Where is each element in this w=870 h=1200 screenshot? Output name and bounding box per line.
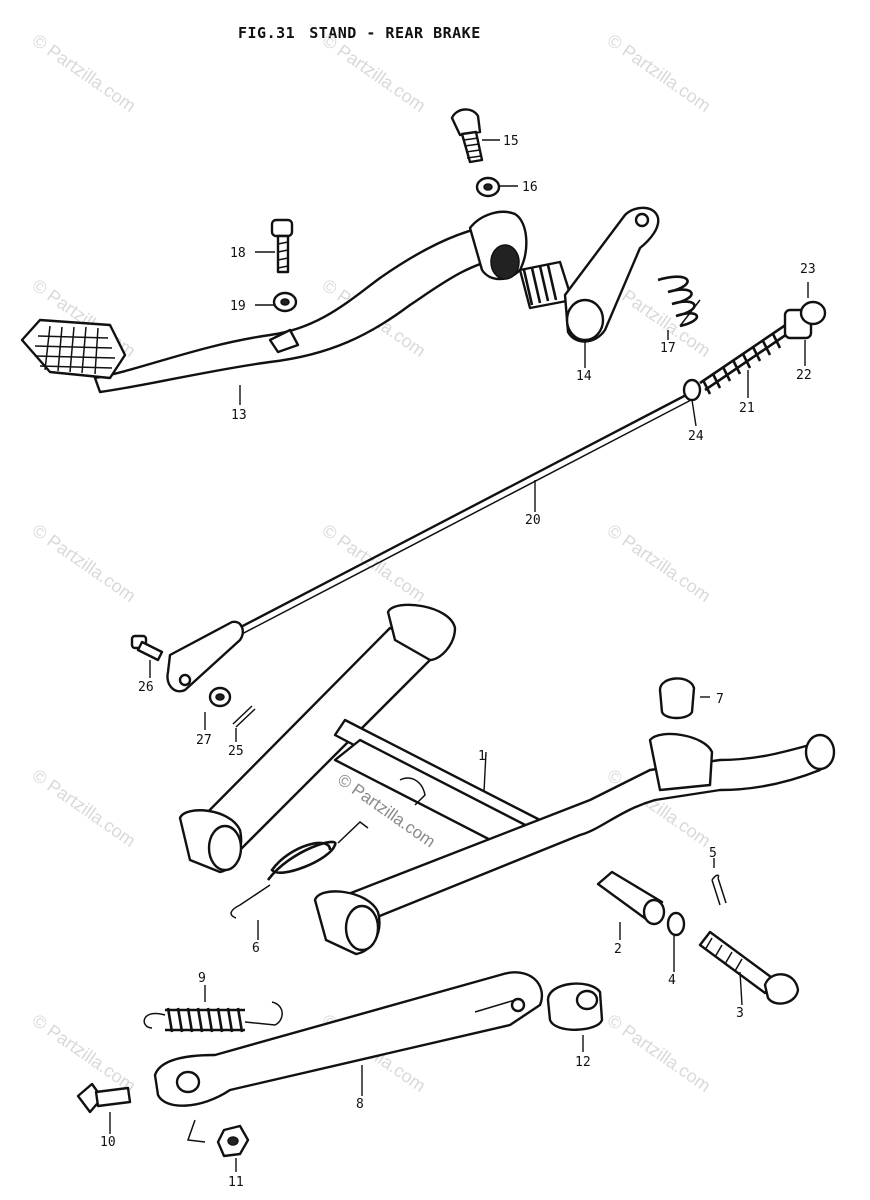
callout-labels: 1 2 3 4 5 6 7 8 9 10 11 12 13 14 15 16 1… bbox=[100, 134, 816, 1190]
figure-name: STAND - REAR BRAKE bbox=[309, 24, 481, 42]
part-20-clevis bbox=[166, 620, 244, 693]
part-9-spring bbox=[143, 1001, 283, 1033]
part-25-cotter-pin bbox=[232, 705, 256, 728]
part-14-shaft-arm bbox=[518, 206, 660, 343]
part-26-pin bbox=[130, 634, 164, 662]
part-12-rubber bbox=[546, 982, 604, 1031]
part-3-bolt bbox=[698, 930, 800, 1005]
callout-24: 24 bbox=[688, 429, 704, 444]
callout-10: 10 bbox=[100, 1135, 116, 1150]
part-1-center-stand bbox=[178, 603, 836, 956]
callout-11: 11 bbox=[228, 1175, 244, 1190]
callout-20: 20 bbox=[525, 513, 541, 528]
callout-7: 7 bbox=[716, 692, 724, 707]
callout-23: 23 bbox=[800, 262, 816, 277]
callout-15: 15 bbox=[503, 134, 519, 149]
callout-8: 8 bbox=[356, 1097, 364, 1112]
callout-5: 5 bbox=[709, 846, 717, 861]
part-2-collar bbox=[596, 870, 666, 926]
part-23-nut bbox=[799, 300, 827, 326]
part-10-bolt bbox=[76, 1082, 132, 1114]
leader-lines bbox=[109, 139, 809, 1172]
callout-16: 16 bbox=[522, 180, 538, 195]
callout-2: 2 bbox=[614, 942, 622, 957]
part-11-nut bbox=[216, 1124, 250, 1158]
part-27-washer bbox=[208, 686, 232, 708]
part-5-cotter-pin bbox=[711, 874, 727, 906]
callout-3: 3 bbox=[736, 1006, 744, 1021]
callout-6: 6 bbox=[252, 941, 260, 956]
callout-14: 14 bbox=[576, 369, 592, 384]
part-15-bolt bbox=[450, 108, 484, 164]
part-21-spring bbox=[699, 320, 794, 395]
part-7-rubber bbox=[658, 677, 696, 720]
part-17-spring bbox=[657, 275, 701, 328]
part-6-spring bbox=[230, 821, 369, 919]
callout-21: 21 bbox=[739, 401, 755, 416]
callout-12: 12 bbox=[575, 1055, 591, 1070]
callout-26: 26 bbox=[138, 680, 154, 695]
part-16-washer bbox=[475, 176, 501, 198]
part-8-side-stand bbox=[153, 971, 543, 1143]
callout-22: 22 bbox=[796, 368, 812, 383]
part-20-brake-rod bbox=[233, 391, 694, 637]
callout-4: 4 bbox=[668, 973, 676, 988]
part-24-joint bbox=[682, 378, 702, 402]
figure-title: FIG.31 STAND - REAR BRAKE bbox=[238, 24, 495, 42]
part-19-nut bbox=[272, 291, 298, 313]
callout-17: 17 bbox=[660, 341, 676, 356]
part-13-brake-pedal bbox=[20, 210, 528, 394]
callout-19: 19 bbox=[230, 299, 246, 314]
part-18-bolt bbox=[270, 218, 294, 274]
part-4-washer bbox=[666, 911, 686, 937]
callout-1: 1 bbox=[478, 749, 486, 764]
callout-18: 18 bbox=[230, 246, 246, 261]
figure-number: FIG.31 bbox=[238, 24, 296, 42]
callout-27: 27 bbox=[196, 733, 212, 748]
callout-13: 13 bbox=[231, 408, 247, 423]
callout-9: 9 bbox=[198, 971, 206, 986]
callout-25: 25 bbox=[228, 744, 244, 759]
